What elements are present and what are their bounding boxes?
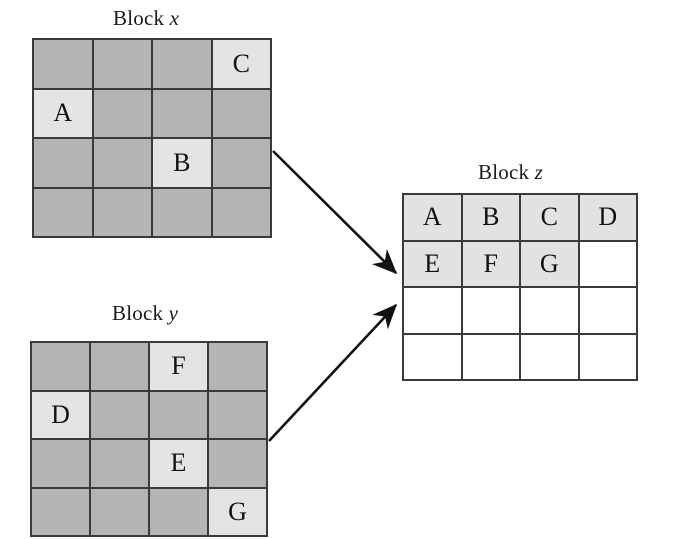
block-y-title: Block y <box>112 301 178 326</box>
block-z-cell-r0-c0: A <box>404 195 461 240</box>
block-y-cell-r1-c1 <box>91 391 148 438</box>
block-x-cell-r0-c0 <box>34 40 92 88</box>
block-x-cell-r1-c1 <box>93 89 151 137</box>
block-y-title-variable: y <box>168 301 179 325</box>
block-y-cell-r1-c0: D <box>32 391 89 438</box>
block-z-cell-r3-c0 <box>404 334 461 379</box>
block-y-cell-r2-c2: E <box>150 440 207 487</box>
block-x-cell-r1-c2 <box>153 89 211 137</box>
block-x-cell-r2-c3 <box>212 139 270 187</box>
block-x-grid: C A B <box>32 38 272 238</box>
block-y-cell-r0-c2: F <box>150 343 207 390</box>
block-y-cell-r0-c1 <box>91 343 148 390</box>
block-z-cell-r2-c3 <box>579 288 636 333</box>
block-z-cell-r1-c0: E <box>404 241 461 286</box>
block-x-cell-r2-c0 <box>34 139 92 187</box>
block-y-cell-r3-c2 <box>150 488 207 535</box>
block-y-cell-r3-c1 <box>91 488 148 535</box>
block-z-cell-r3-c3 <box>579 334 636 379</box>
block-y-cell-r0-c0 <box>32 343 89 390</box>
block-y-cell-r2-c1 <box>91 440 148 487</box>
block-x-cell-r1-c0: A <box>34 89 92 137</box>
block-x-title: Block x <box>113 6 179 31</box>
block-z-cell-r3-c2 <box>521 334 578 379</box>
block-x-cell-r3-c3 <box>212 188 270 236</box>
block-x-title-variable: x <box>169 6 180 30</box>
block-z-title: Block z <box>478 160 543 185</box>
block-x-cell-r3-c1 <box>93 188 151 236</box>
block-z-cell-r0-c2: C <box>521 195 578 240</box>
block-x-cell-r3-c2 <box>153 188 211 236</box>
block-x-cell-r2-c2: B <box>153 139 211 187</box>
block-z-title-variable: z <box>534 160 543 184</box>
block-z-cell-r2-c0 <box>404 288 461 333</box>
arrow-x-to-z <box>272 150 398 275</box>
block-y-cell-r1-c3 <box>209 391 266 438</box>
block-z-cell-r0-c3: D <box>579 195 636 240</box>
block-x-cell-r3-c0 <box>34 188 92 236</box>
block-y-cell-r3-c0 <box>32 488 89 535</box>
block-x-cell-r0-c3: C <box>212 40 270 88</box>
arrow-y-to-z <box>268 303 398 442</box>
block-y-title-prefix: Block <box>112 301 164 325</box>
block-x-title-prefix: Block <box>113 6 165 30</box>
block-y-cell-r2-c3 <box>209 440 266 487</box>
block-y-cell-r0-c3 <box>209 343 266 390</box>
block-z-cell-r3-c1 <box>462 334 519 379</box>
block-z-cell-r1-c3 <box>579 241 636 286</box>
block-z-cell-r0-c1: B <box>462 195 519 240</box>
block-y-cell-r2-c0 <box>32 440 89 487</box>
block-x-cell-r0-c1 <box>93 40 151 88</box>
block-y-cell-r3-c3: G <box>209 488 266 535</box>
block-z-title-prefix: Block <box>478 160 530 184</box>
block-x-cell-r2-c1 <box>93 139 151 187</box>
block-z-cell-r1-c1: F <box>462 241 519 286</box>
block-x-cell-r0-c2 <box>153 40 211 88</box>
block-z-cell-r2-c2 <box>521 288 578 333</box>
block-x-cell-r1-c3 <box>212 89 270 137</box>
block-z-cell-r1-c2: G <box>521 241 578 286</box>
block-y-cell-r1-c2 <box>150 391 207 438</box>
block-z-cell-r2-c1 <box>462 288 519 333</box>
